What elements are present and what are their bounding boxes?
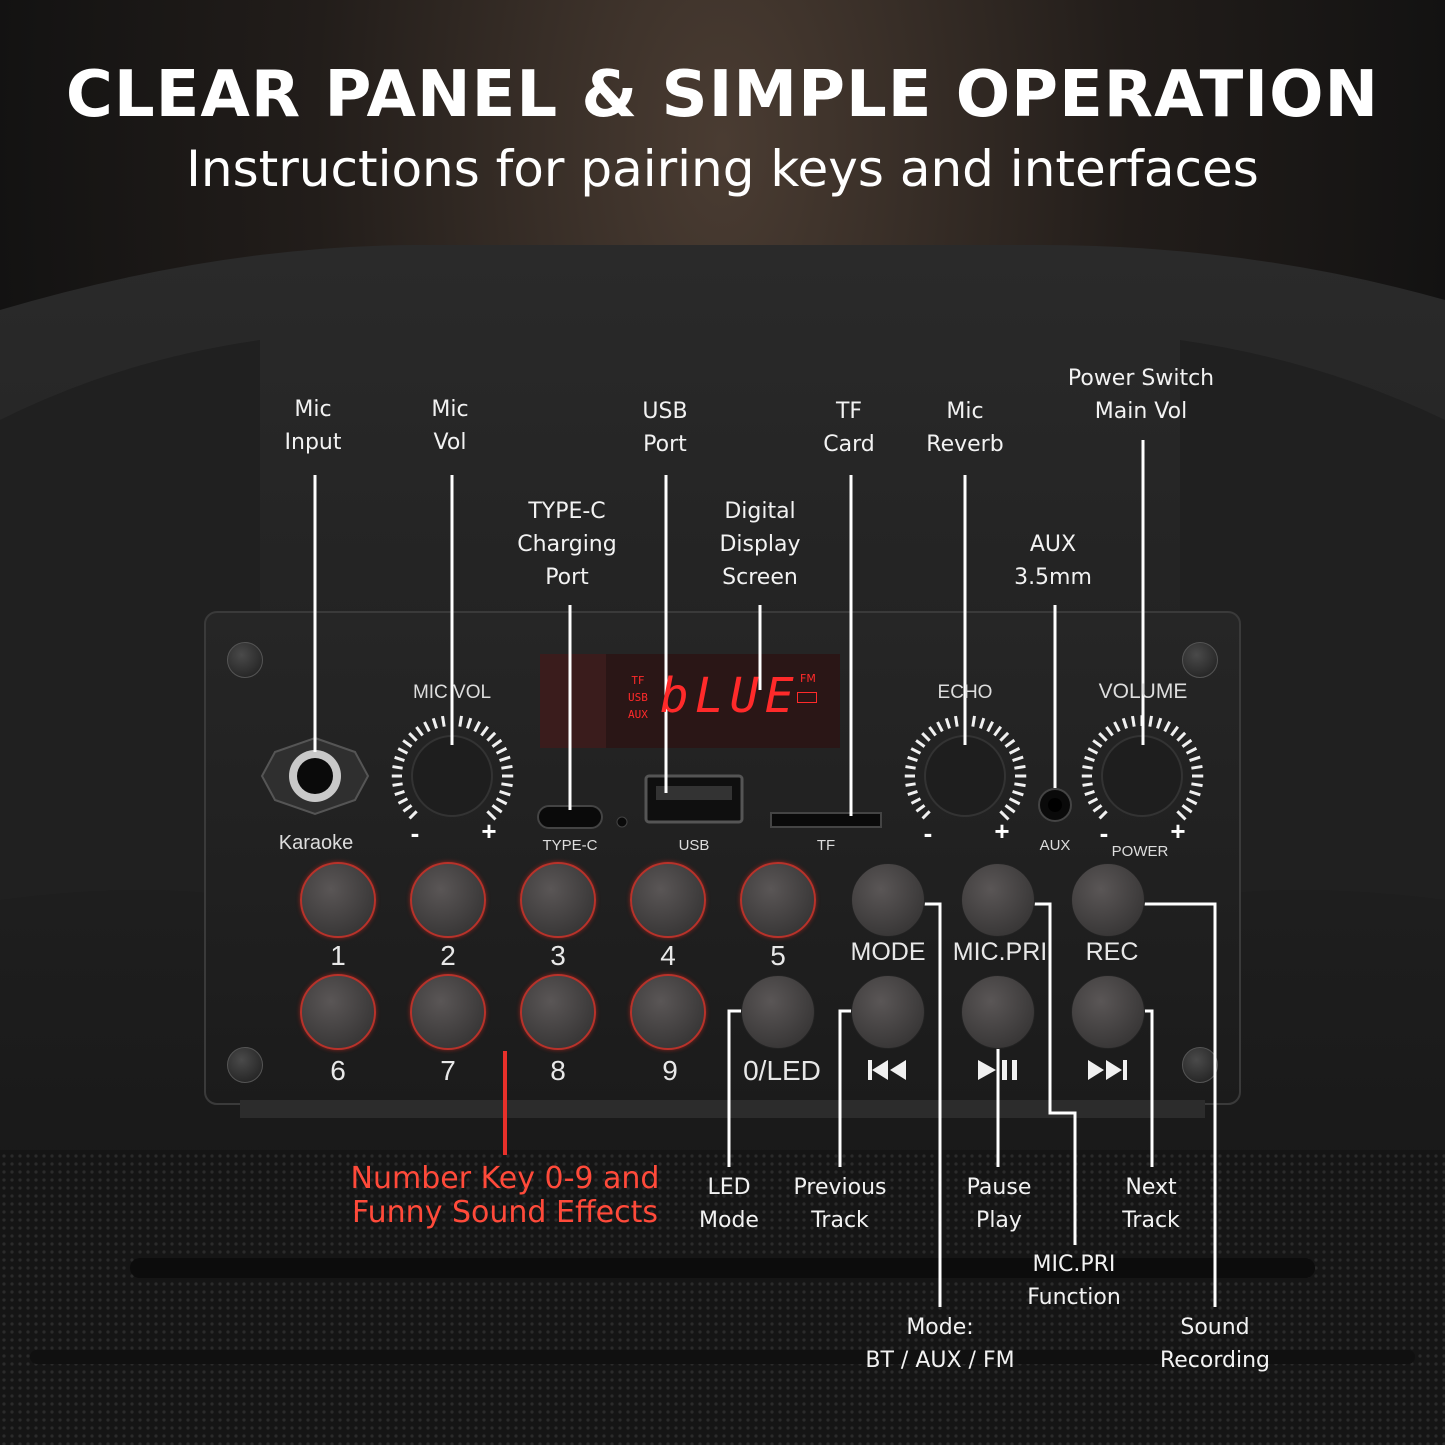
karaoke-label: Karaoke xyxy=(278,832,354,854)
key-3-label: 3 xyxy=(550,940,566,971)
key-0-led[interactable] xyxy=(741,975,815,1049)
mic-vol-minus: - xyxy=(410,818,420,848)
key-2-label: 2 xyxy=(440,940,456,971)
mode-button[interactable] xyxy=(851,863,925,937)
display-left-indicators: TF USB AUX xyxy=(628,672,648,723)
volume-label: VOLUME xyxy=(1098,680,1188,703)
power-label: POWER xyxy=(1111,843,1169,860)
key-3[interactable] xyxy=(520,862,596,938)
key-4[interactable] xyxy=(630,862,706,938)
key-9[interactable] xyxy=(630,974,706,1050)
volume-minus: - xyxy=(1099,818,1109,848)
key-5[interactable] xyxy=(740,862,816,938)
key-8[interactable] xyxy=(520,974,596,1050)
tf-label: TF xyxy=(816,837,836,854)
key-5-label: 5 xyxy=(770,940,786,971)
mic-vol-plus: + xyxy=(481,816,497,846)
screw xyxy=(1182,642,1218,678)
key-7[interactable] xyxy=(410,974,486,1050)
display-text: bLUE xyxy=(660,668,800,724)
echo-label: ECHO xyxy=(937,682,993,703)
key-6[interactable] xyxy=(300,974,376,1050)
aux-label: AUX xyxy=(1039,837,1071,854)
screw xyxy=(227,1047,263,1083)
key-7-label: 7 xyxy=(440,1055,456,1086)
echo-knob[interactable] xyxy=(924,735,1006,817)
next-button[interactable] xyxy=(1071,975,1145,1049)
mic-vol-knob[interactable] xyxy=(411,735,493,817)
play-pause-icon xyxy=(978,1060,1017,1080)
type-c-label: TYPE-C xyxy=(542,837,598,854)
mic-pri-button[interactable] xyxy=(961,863,1035,937)
usb-indicator: USB xyxy=(628,691,648,704)
tf-indicator: TF xyxy=(631,674,645,687)
rec-label: REC xyxy=(1085,938,1139,966)
page-subtitle: Instructions for pairing keys and interf… xyxy=(186,140,1259,198)
tf-card-slot[interactable] xyxy=(770,812,882,828)
screw xyxy=(1182,1047,1218,1083)
mic-vol-label: MIC VOL xyxy=(412,682,492,703)
key-8-label: 8 xyxy=(550,1055,566,1086)
key-6-label: 6 xyxy=(330,1055,346,1086)
key-2[interactable] xyxy=(410,862,486,938)
aux-indicator: AUX xyxy=(628,708,648,721)
next-icon xyxy=(1088,1060,1127,1080)
mode-label: MODE xyxy=(850,938,926,966)
knob-tick-rings xyxy=(391,715,1204,821)
key-9-label: 9 xyxy=(662,1055,678,1086)
mic-pri-label: MIC.PRI xyxy=(952,938,1048,966)
previous-button[interactable] xyxy=(851,975,925,1049)
key-1[interactable] xyxy=(300,862,376,938)
key-4-label: 4 xyxy=(660,940,676,971)
page-title: CLEAR PANEL & SIMPLE OPERATION xyxy=(65,58,1380,132)
play-pause-button[interactable] xyxy=(961,975,1035,1049)
key-1-label: 1 xyxy=(330,940,346,971)
usb-label: USB xyxy=(678,837,710,854)
echo-minus: - xyxy=(923,818,933,848)
volume-knob[interactable] xyxy=(1101,735,1183,817)
previous-icon xyxy=(868,1060,906,1080)
volume-plus: + xyxy=(1170,816,1186,846)
screw xyxy=(227,642,263,678)
key-0-led-label: 0/LED xyxy=(743,1055,821,1086)
echo-plus: + xyxy=(994,816,1010,846)
rec-button[interactable] xyxy=(1071,863,1145,937)
battery-icon xyxy=(797,692,817,703)
fm-indicator: FM xyxy=(800,672,816,685)
annotation-mode: Mode:BT / AUX / FM xyxy=(865,1315,1015,1373)
